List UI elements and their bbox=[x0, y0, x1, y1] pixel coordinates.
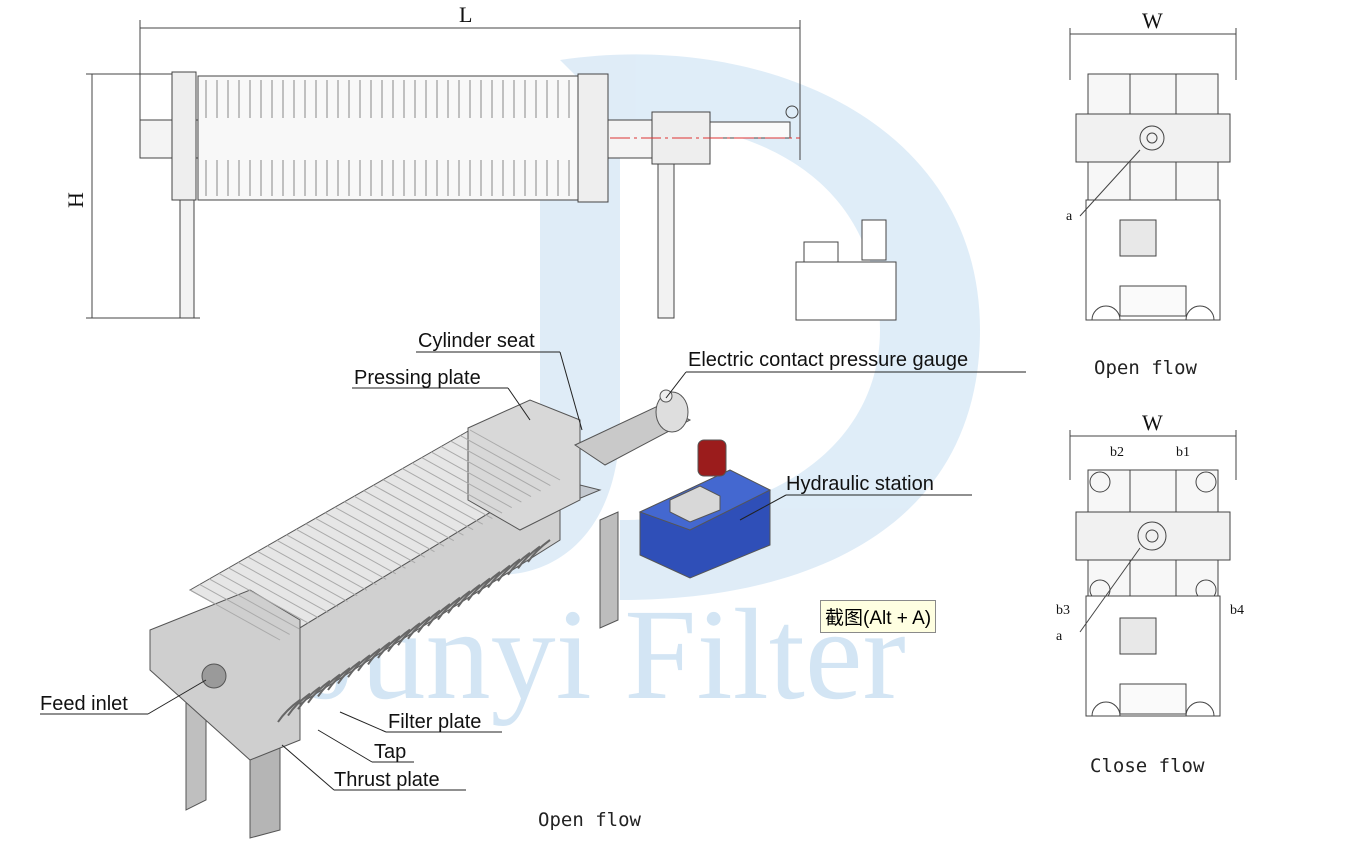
port-a-bottom: a bbox=[1056, 629, 1063, 644]
label-pressing-plate: Pressing plate bbox=[354, 367, 481, 389]
iso-taps bbox=[277, 539, 551, 723]
port-b3: b3 bbox=[1056, 603, 1070, 618]
end-view-open bbox=[1069, 28, 1237, 321]
port-a-top: a bbox=[1066, 209, 1073, 224]
label-filter-plate: Filter plate bbox=[388, 711, 481, 733]
end-view-close bbox=[1069, 430, 1237, 717]
port-b1: b1 bbox=[1176, 445, 1190, 460]
plate-ribs bbox=[205, 80, 570, 196]
label-thrust-plate: Thrust plate bbox=[334, 769, 440, 791]
leader-lines bbox=[40, 351, 1026, 791]
dim-length: L bbox=[459, 2, 472, 27]
dim-width-top: W bbox=[1142, 8, 1163, 33]
caption-main: Open flow bbox=[538, 809, 642, 831]
dim-width-bottom: W bbox=[1142, 410, 1163, 435]
port-b4: b4 bbox=[1230, 603, 1244, 618]
caption-right-top: Open flow bbox=[1094, 357, 1198, 379]
side-view bbox=[86, 20, 897, 321]
label-feed-inlet: Feed inlet bbox=[40, 693, 128, 715]
port-b2: b2 bbox=[1110, 445, 1124, 460]
iso-plate-lines bbox=[189, 429, 561, 641]
label-electric-gauge: Electric contact pressure gauge bbox=[688, 349, 968, 371]
label-cylinder-seat: Cylinder seat bbox=[418, 330, 535, 352]
screenshot-tooltip: 截图(Alt + A) bbox=[820, 600, 937, 633]
caption-right-bottom: Close flow bbox=[1090, 755, 1205, 777]
label-hydraulic-station: Hydraulic station bbox=[786, 473, 934, 495]
dim-height: H bbox=[63, 192, 88, 208]
label-tap: Tap bbox=[374, 741, 406, 763]
